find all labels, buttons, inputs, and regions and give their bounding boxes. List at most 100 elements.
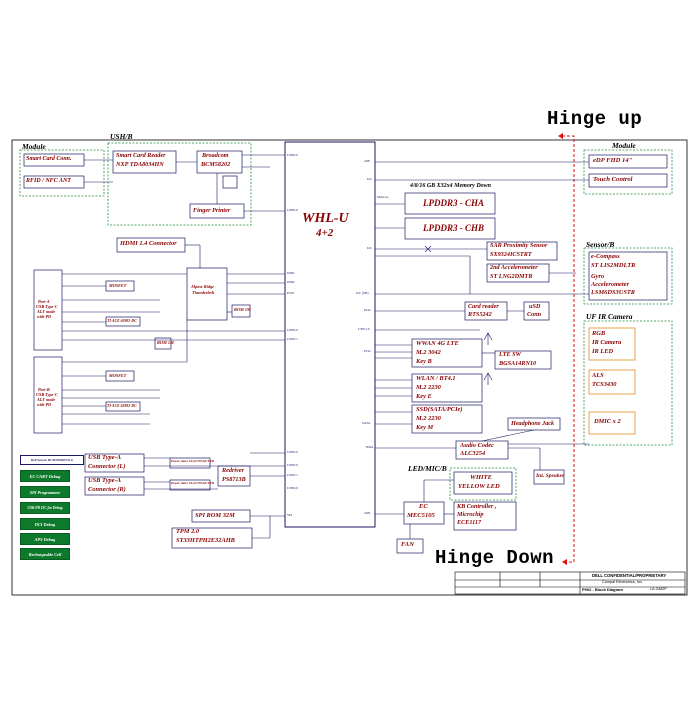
kb-label-1: KB Controller , [457, 503, 497, 510]
usd-label-1: uSD [529, 303, 541, 310]
als-box [588, 369, 636, 395]
usd-label-2: Conn [527, 311, 542, 318]
lpddr-a-box [404, 192, 496, 215]
lpddr-b-box [404, 217, 496, 240]
doc-title: P002 - Block Diagram [582, 587, 623, 592]
wlan-box [411, 373, 483, 403]
usb-a-left-box [84, 453, 145, 473]
cpu-port-l9: USB3.1 [287, 473, 298, 477]
aps-debug-button: APS Debug [20, 533, 70, 545]
ecompass-label-2: ST LIS2MDLTR [591, 262, 636, 269]
module-right-group [583, 149, 673, 195]
usb-a-right-box [84, 476, 145, 496]
port-a-box [33, 269, 63, 351]
dmic-label: DMIC x 2 [594, 418, 621, 425]
power-share-l-label: Power share SLGC55544CVTR [171, 459, 215, 463]
card-reader-label-2: RTS5242 [468, 311, 492, 318]
bcm-mem-box [222, 175, 238, 189]
rom-label: ROM 1M [234, 307, 251, 312]
ti-ace-a-box [105, 316, 141, 327]
edp-box [588, 154, 668, 169]
cpu-port-r3: I2C [367, 246, 373, 250]
cpu-port-l5: USB3.0 [287, 328, 298, 332]
page-frame [11, 139, 688, 596]
card-reader-label-1: Card reader [468, 303, 499, 310]
rfid-nfc-label: RFID / NFC ANT [26, 178, 71, 184]
kb-label-2: Microchip [457, 511, 484, 518]
hinge-down-arrow [562, 559, 567, 565]
usb-a-right-label-1: USB Type-A [88, 477, 121, 484]
rom-b-box [154, 337, 172, 350]
hdmi-label: HDMI 1.4 Connector [120, 240, 177, 247]
lte-sw-box [494, 350, 552, 370]
tpm-label-2: ST33HTPH2E32AHB [176, 537, 235, 544]
company-line-1: DELL CONFIDENTIAL/PROPRIETARY [592, 573, 667, 578]
module-right-header: Module [612, 141, 636, 150]
alpine-ridge-box [186, 267, 228, 321]
als-label-2: TCS3430 [592, 381, 617, 388]
cpu-port-r4: I2C (SH) [356, 291, 369, 295]
smart-card-conn-label: Smart Card Conn. [26, 156, 72, 162]
lte-sw-label-1: LTE SW [499, 351, 522, 358]
port-b-box [33, 356, 63, 434]
rgb-label-3: IR LED [592, 348, 614, 355]
audio-codec-label-2: ALC3254 [460, 450, 486, 457]
smart-card-reader-label-1: Smart Card Reader [116, 152, 166, 159]
dmic-box [588, 411, 636, 435]
ssd-label-1: SSD(SATA/PCIe) [416, 406, 463, 413]
cpu-port-l11: SPI [287, 513, 292, 517]
cpu-port-r6: USB 2.0 [358, 327, 370, 331]
lpddr-b-label: LPDDR3 - CHB [423, 223, 485, 233]
power-share-l-box [169, 457, 211, 469]
ti-ace-b-label: TI-ACE 65982-DC [107, 404, 137, 408]
cpu-port-l2: DDI1 [287, 271, 295, 275]
cpu-port-r9: HDA [366, 445, 374, 449]
edp-label: eDP FHD 14" [593, 157, 633, 164]
cpu-port-r2: Memory [377, 195, 389, 199]
cpu-cores: 4+2 [316, 227, 334, 239]
rgb-camera-box [588, 327, 636, 361]
sensor-board-header: Sensor/B [586, 240, 615, 249]
tpm-label-1: TPM 2.0 [176, 528, 200, 535]
spi-rom-label: SPI ROM 32M [195, 512, 235, 519]
spi-programmer-button: SPI Programmer [20, 486, 70, 498]
cpu-port-r7: PCIe [364, 349, 371, 353]
port-b-label-3: ALT mode [37, 397, 56, 402]
alpine-ridge-label-1: Alpine Ridge [191, 284, 215, 289]
power-share-r-label: Power share SLGC55544CVTR [171, 481, 215, 485]
kb-label-3: ECE1117 [457, 519, 482, 526]
cpu-port-r8: SATA [362, 421, 371, 425]
power-share-r-box [169, 479, 211, 491]
broadcom-label-2: BCM58202 [201, 161, 231, 168]
rechargeable-cell-button: Rechargeable Cell [20, 548, 70, 560]
cpu-port-r5: PCIe [364, 308, 371, 312]
port-b-label-1: Port-B [38, 387, 50, 392]
finger-printer-label: Finger Printer [193, 207, 231, 214]
ec-label-2: MEC5105 [407, 512, 435, 519]
sar-label-2: SX9324ICSTRT [490, 251, 532, 258]
broadcom-label-1: Broadcom [202, 152, 229, 159]
ti-ace-a-label: TI-ACE 65982-DC [107, 319, 137, 323]
title-block [454, 571, 686, 595]
gyro-label-2: Accelerometer [591, 281, 629, 288]
port-a-label-4: with PD [37, 314, 52, 319]
gyro-label-1: Gyro [591, 273, 605, 280]
ssd-label-3: Key M [416, 424, 434, 431]
sar-label-1: SAR Proximity Sensor [490, 242, 548, 249]
accel2-label-2: ST LNG2DMTR [490, 273, 533, 280]
hinge-line [562, 135, 575, 563]
usb-a-right-label-2: Connector (R) [88, 486, 126, 493]
touch-control-box [588, 173, 668, 188]
headphone-label: Headphone Jack [511, 420, 555, 427]
dci-debug-button: DCI Debug [20, 518, 70, 530]
doc-number: LA-G482P [650, 587, 667, 591]
ec-cart-debug-button: EC CART Debug [20, 470, 70, 482]
als-label-1: ALS [592, 372, 604, 379]
wlan-label-3: Key E [416, 393, 432, 400]
audio-codec-label-1: Audio Codec [460, 442, 494, 449]
lte-sw-label-2: BGSA14RN10 [499, 360, 537, 367]
mosfet-b-label: MOSFET [109, 373, 127, 378]
ir-camera-group [583, 320, 673, 446]
